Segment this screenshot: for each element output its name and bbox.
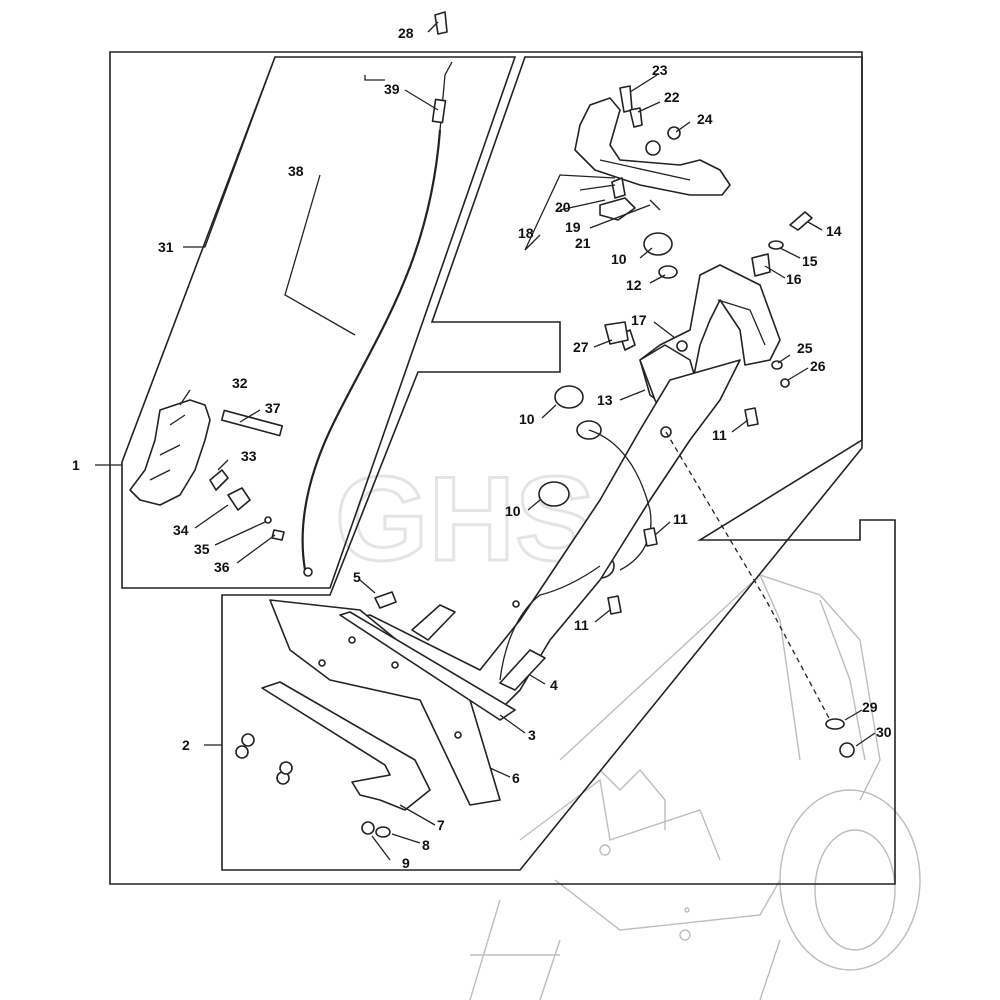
machine-body-outline — [469, 574, 921, 1000]
subassembly-handle-frame — [221, 56, 863, 871]
callout-10-low: 10 — [505, 503, 521, 519]
bowden-cable — [301, 61, 453, 577]
callout-19: 19 — [565, 219, 581, 235]
callout-21: 21 — [575, 235, 591, 251]
callout-17: 17 — [631, 312, 647, 328]
callout-18: 18 — [518, 225, 534, 241]
subassembly-31-frame — [121, 56, 517, 589]
callout-23: 23 — [652, 62, 668, 78]
callout-3: 3 — [528, 727, 536, 743]
callout-9: 9 — [402, 855, 410, 871]
alignment-guide — [665, 431, 831, 721]
callout-34: 34 — [173, 522, 189, 538]
callout-31: 31 — [158, 239, 174, 255]
callout-4: 4 — [550, 677, 558, 693]
callout-28: 28 — [398, 25, 414, 41]
callout-15: 15 — [802, 253, 818, 269]
callout-20: 20 — [555, 199, 571, 215]
callout-22: 22 — [664, 89, 680, 105]
callout-10-top: 10 — [611, 251, 627, 267]
leader-lines — [95, 21, 876, 861]
callout-1: 1 — [72, 457, 80, 473]
callout-36: 36 — [214, 559, 230, 575]
callout-7: 7 — [437, 817, 445, 833]
control-lever — [129, 399, 285, 541]
callout-24: 24 — [697, 111, 713, 127]
callout-11-top: 11 — [712, 427, 727, 443]
handle-grip — [574, 85, 731, 221]
callout-26: 26 — [810, 358, 826, 374]
callout-32: 32 — [232, 375, 248, 391]
nuts-and-washers — [235, 718, 855, 838]
callout-29: 29 — [862, 699, 878, 715]
callout-27: 27 — [573, 339, 589, 355]
callout-2: 2 — [182, 737, 190, 753]
callout-5: 5 — [353, 569, 361, 585]
callout-25: 25 — [797, 340, 813, 356]
callout-30: 30 — [876, 724, 892, 740]
callout-13: 13 — [597, 392, 613, 408]
callout-labels: 28 1 2 31 38 39 32 37 33 34 35 36 23 22 … — [72, 25, 892, 871]
callout-38: 38 — [288, 163, 304, 179]
mounting-plates — [261, 599, 516, 811]
callout-10-mid: 10 — [519, 411, 535, 427]
callout-12: 12 — [626, 277, 642, 293]
callout-16: 16 — [786, 271, 802, 287]
callout-37: 37 — [265, 400, 281, 416]
callout-35: 35 — [194, 541, 210, 557]
callout-14: 14 — [826, 223, 842, 239]
callout-39: 39 — [384, 81, 400, 97]
callout-33: 33 — [241, 448, 257, 464]
callout-11-low: 11 — [574, 617, 589, 633]
fasteners — [374, 11, 813, 691]
callout-6: 6 — [512, 770, 520, 786]
callout-8: 8 — [422, 837, 430, 853]
callout-11-mid: 11 — [673, 511, 688, 527]
